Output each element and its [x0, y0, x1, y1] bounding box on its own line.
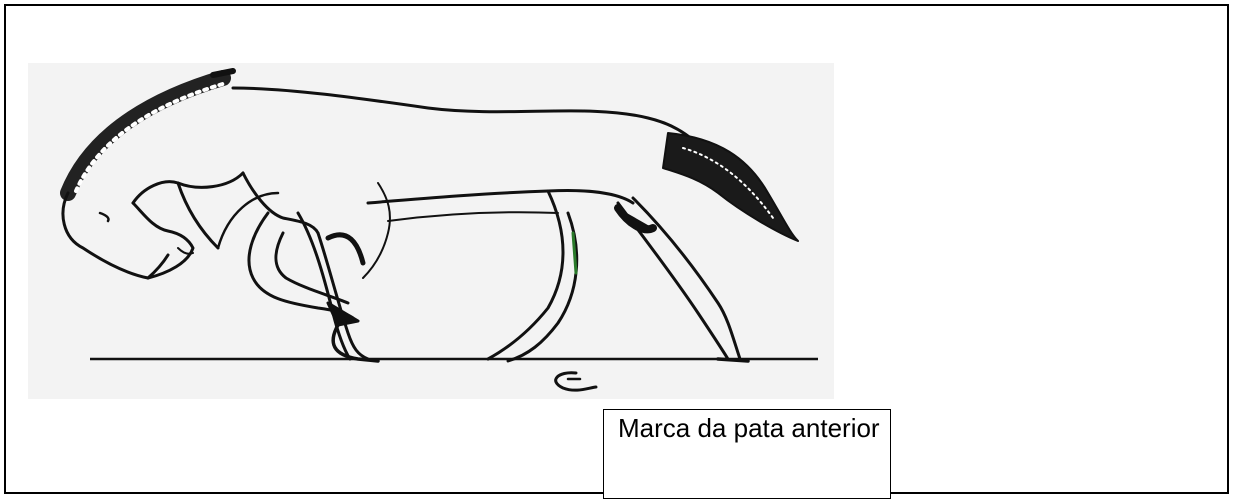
- caption-box: Marca da pata anterior: [603, 409, 891, 499]
- caption-text: Marca da pata anterior: [618, 412, 880, 444]
- figure-frame: Marca da pata anterior: [4, 4, 1229, 494]
- horse-illustration: [28, 63, 834, 399]
